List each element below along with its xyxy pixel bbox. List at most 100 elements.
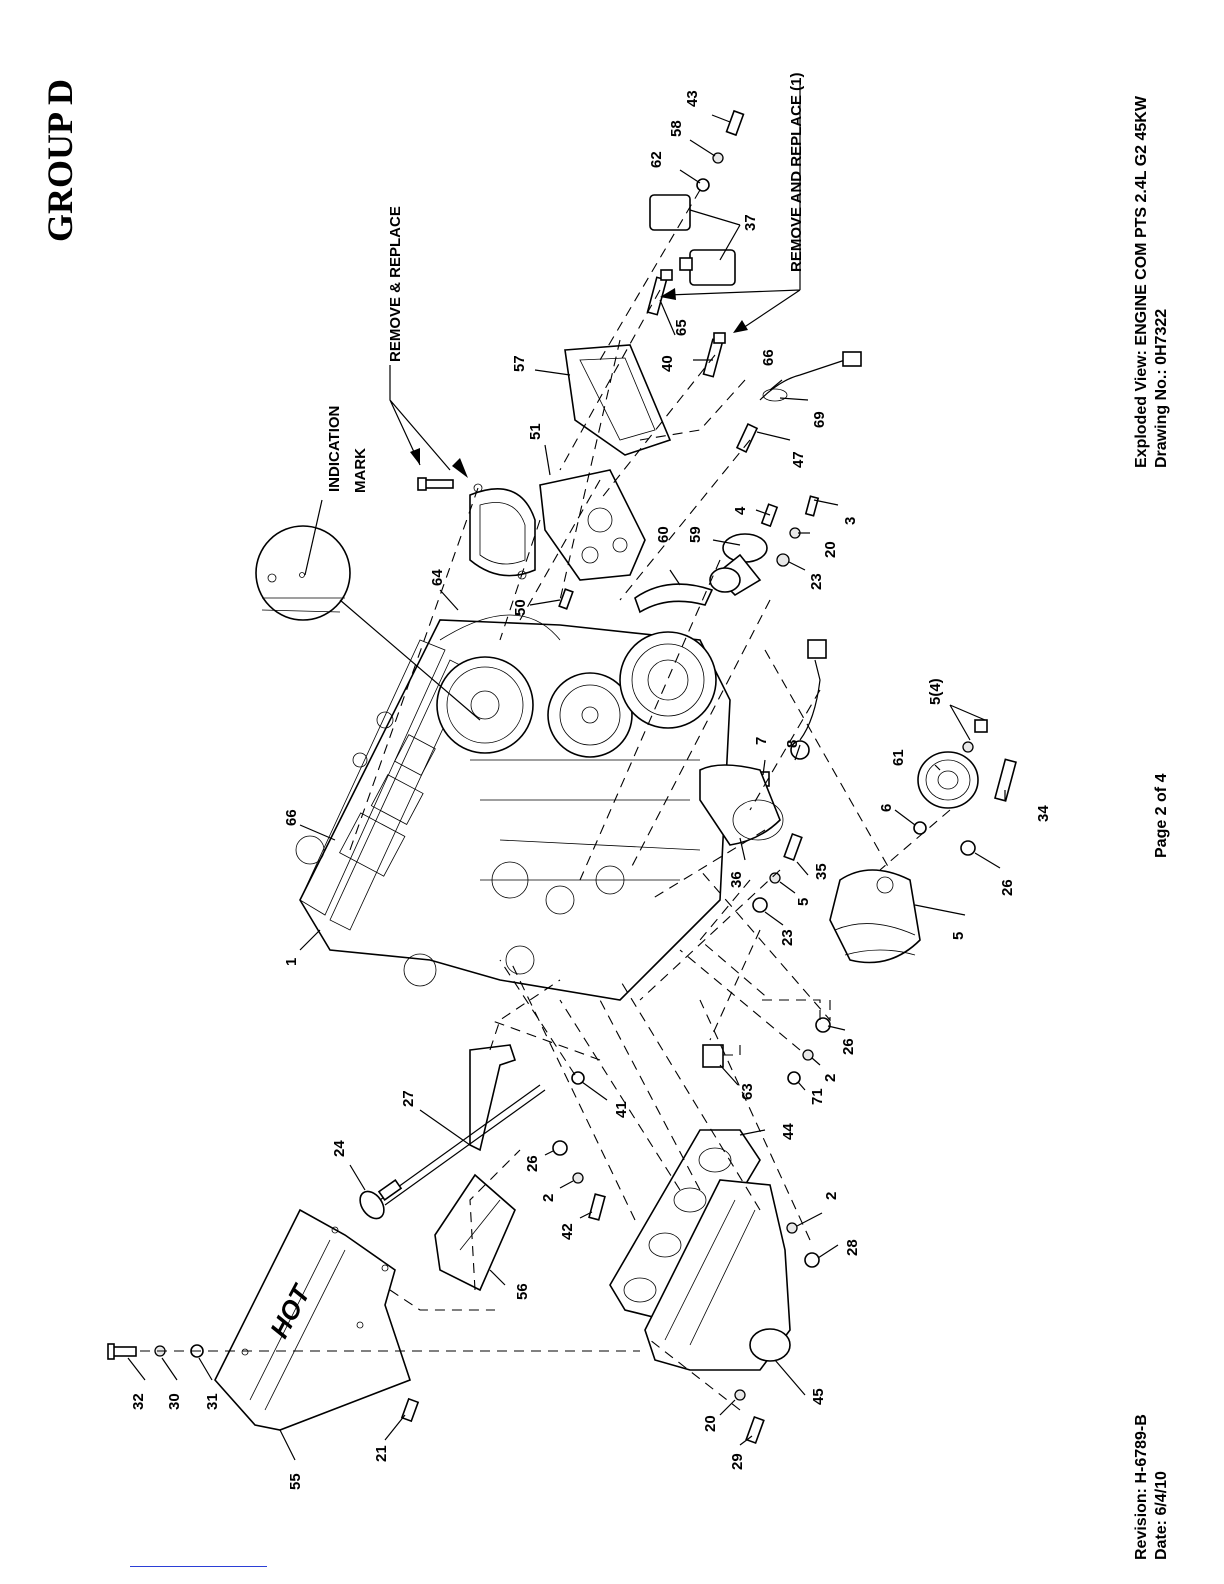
- callout-43: 43: [684, 90, 701, 107]
- callout-57: 57: [511, 355, 528, 372]
- sensor-50: [558, 588, 574, 610]
- callout-66b: 66: [283, 809, 300, 826]
- callout-44: 44: [780, 1123, 797, 1140]
- exhaust-manifold-45: [644, 1179, 820, 1445]
- callout-37: 37: [742, 214, 759, 231]
- indication-mark-note-2: MARK: [352, 448, 369, 493]
- callout-47: 47: [790, 451, 807, 468]
- callout-61: 61: [890, 749, 907, 766]
- callout-26b: 26: [840, 1038, 857, 1055]
- callout-6: 6: [878, 804, 895, 812]
- callout-23a: 23: [808, 573, 825, 590]
- callout-27: 27: [400, 1090, 417, 1107]
- bolt-21: [400, 1397, 420, 1423]
- dipstick-tube-27: [379, 1044, 585, 1206]
- callout-55: 55: [287, 1473, 304, 1490]
- indication-mark-note-1: INDICATION: [326, 406, 343, 492]
- timing-cover: [469, 483, 536, 580]
- remove-and-replace-note: REMOVE AND REPLACE (1): [788, 73, 805, 272]
- thermostat-housing-59: [709, 495, 820, 597]
- footer-link-underline[interactable]: [130, 1566, 267, 1567]
- callout-28: 28: [844, 1239, 861, 1256]
- bracket-51: [539, 469, 646, 581]
- callout-23b: 23: [779, 929, 796, 946]
- dipstick-24: [359, 1179, 403, 1220]
- callout-5-4: 5(4): [927, 678, 944, 705]
- page-indicator: Page 2 of 4: [1153, 773, 1170, 858]
- callout-30: 30: [166, 1393, 183, 1410]
- heat-shield-60: [634, 583, 714, 614]
- date-label: Date: 6/4/10: [1153, 1471, 1170, 1560]
- sensor-harness-69: [735, 351, 862, 453]
- callout-71: 71: [809, 1088, 826, 1105]
- callout-3: 3: [842, 517, 859, 525]
- callout-36: 36: [728, 871, 745, 888]
- callout-31: 31: [204, 1393, 221, 1410]
- callout-29: 29: [729, 1453, 746, 1470]
- exhaust-gasket-44: [609, 1129, 761, 1321]
- callout-42: 42: [559, 1223, 576, 1240]
- callout-40: 40: [659, 355, 676, 372]
- callout-24: 24: [331, 1140, 348, 1157]
- bolt-40: [702, 332, 726, 378]
- callout-56: 56: [514, 1283, 531, 1300]
- callout-45: 45: [810, 1388, 827, 1405]
- callout-58: 58: [668, 120, 685, 137]
- indication-mark-detail: [255, 499, 481, 721]
- callout-2b: 2: [540, 1194, 557, 1202]
- sleeve-63: [702, 1044, 724, 1068]
- callout-65: 65: [673, 319, 690, 336]
- callout-51: 51: [527, 423, 544, 440]
- callout-20a: 20: [822, 541, 839, 558]
- callout-2c: 2: [823, 1192, 840, 1200]
- callout-62: 62: [648, 151, 665, 168]
- bracket-56: [434, 1173, 516, 1292]
- leader-lines: [127, 80, 1006, 1461]
- alternator-5: [829, 869, 921, 964]
- callout-20b: 20: [702, 1415, 719, 1432]
- callout-34: 34: [1035, 805, 1052, 822]
- callout-26c: 26: [524, 1155, 541, 1172]
- callout-1: 1: [283, 958, 300, 966]
- callout-labels: 43 58 62 37 65 40 57 51 66 69 47 64 50 6…: [130, 90, 1052, 1490]
- ignition-coil-37: [649, 194, 736, 286]
- callout-66a: 66: [760, 349, 777, 366]
- callout-35: 35: [813, 863, 830, 880]
- heat-shield-55: HOT: [214, 1208, 412, 1431]
- engine-block: [295, 614, 731, 1001]
- callout-26a: 26: [999, 879, 1016, 896]
- callout-64: 64: [429, 569, 446, 586]
- callout-7: 7: [753, 737, 770, 745]
- callout-41: 41: [613, 1101, 630, 1118]
- bracket-57: [564, 344, 672, 456]
- callout-5b: 5: [950, 932, 967, 940]
- coolant-pipe-36: [699, 764, 784, 846]
- callout-59: 59: [687, 526, 704, 543]
- callout-69: 69: [811, 411, 828, 428]
- drawing-number: Drawing No.: 0H7322: [1153, 309, 1170, 468]
- note-arrows: [410, 288, 748, 478]
- drawing-title: Exploded View: ENGINE COM PTS 2.4L G2 45…: [1133, 95, 1150, 468]
- bolt-43: [696, 109, 745, 192]
- remove-replace-note: REMOVE & REPLACE: [387, 206, 404, 362]
- callout-21: 21: [373, 1445, 390, 1462]
- bolt-remove-replace: [417, 477, 454, 491]
- callout-4: 4: [732, 506, 749, 515]
- assembly-lines: [140, 189, 951, 1411]
- washer-set-right: [787, 1017, 831, 1085]
- bolt-32: [107, 1343, 204, 1360]
- sensor-8: [756, 639, 827, 787]
- bolt-35: [752, 832, 803, 913]
- callout-5a: 5: [795, 898, 812, 906]
- callout-63: 63: [739, 1083, 756, 1100]
- pulley-61: [913, 719, 1017, 856]
- group-title: GROUP D: [40, 79, 80, 242]
- callout-60: 60: [655, 526, 672, 543]
- callout-2a: 2: [822, 1074, 839, 1082]
- callout-8: 8: [784, 740, 801, 748]
- callout-32: 32: [130, 1393, 147, 1410]
- callout-50: 50: [512, 599, 529, 616]
- fastener-set-42: [552, 1140, 606, 1221]
- revision-label: Revision: H-6789-B: [1133, 1414, 1150, 1560]
